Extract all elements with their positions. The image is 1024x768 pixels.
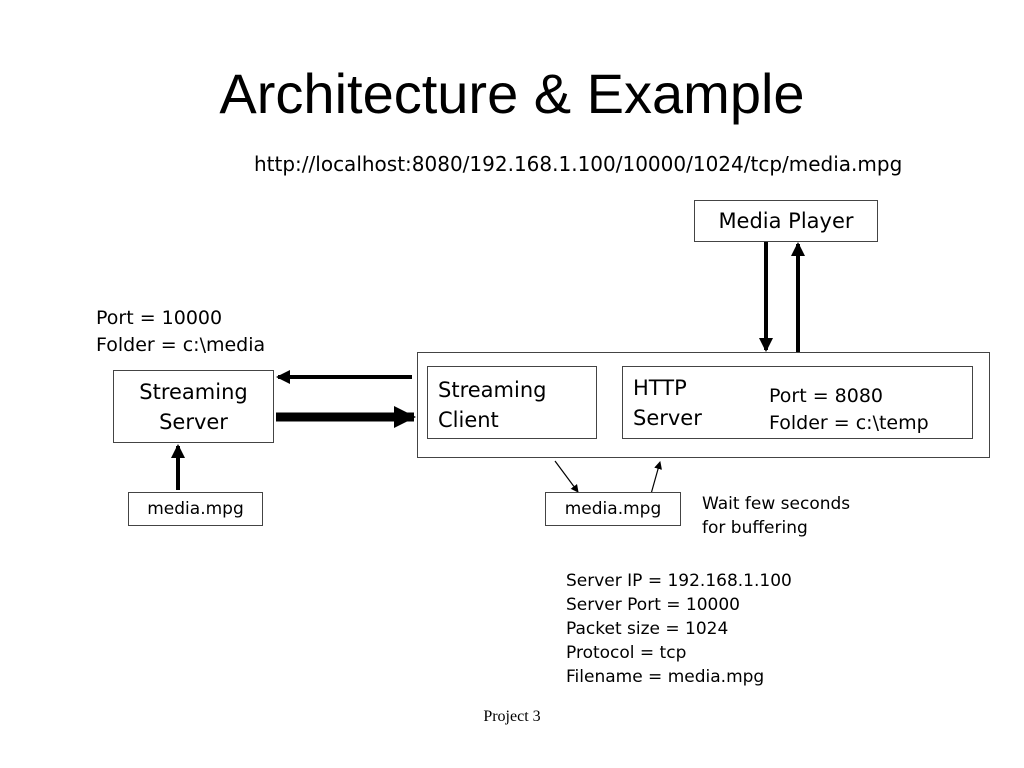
file-write-arrow [554, 460, 579, 493]
param-server-ip: Server IP = 192.168.1.100 [566, 571, 792, 591]
streaming-server-box: Streaming Server [113, 370, 274, 443]
http-server-line2: Server [633, 406, 702, 430]
url-parameters: Server IP = 192.168.1.100 Server Port = … [566, 569, 792, 689]
temp-media-file: media.mpg [545, 492, 681, 526]
param-server-port: Server Port = 10000 [566, 595, 740, 615]
buffering-note-line1: Wait few seconds [702, 494, 851, 514]
slide-footer: Project 3 [483, 708, 541, 725]
streaming-client-line1: Streaming [438, 378, 547, 402]
media-player-box: Media Player [694, 200, 878, 242]
http-server-port: Port = 8080 [769, 385, 884, 407]
streaming-server-folder: Folder = c:\media [96, 334, 266, 356]
buffering-note-line2: for buffering [702, 518, 808, 538]
streaming-server-port: Port = 10000 [96, 307, 223, 329]
source-media-file: media.mpg [128, 492, 263, 526]
param-packet-size: Packet size = 1024 [566, 619, 729, 639]
http-server-line1: HTTP [633, 376, 687, 400]
param-protocol: Protocol = tcp [566, 643, 687, 663]
request-url: http://localhost:8080/192.168.1.100/1000… [254, 152, 903, 176]
streaming-client-line2: Client [438, 408, 499, 432]
streaming-server-line1: Streaming [139, 379, 248, 404]
param-filename: Filename = media.mpg [566, 667, 765, 687]
http-server-config: Port = 8080 Folder = c:\temp [769, 383, 929, 437]
streaming-server-line2: Server [159, 409, 228, 434]
http-server-box: HTTP Server Port = 8080 Folder = c:\temp [622, 366, 973, 439]
buffering-note: Wait few seconds for buffering [702, 492, 850, 540]
file-serve-arrow [650, 461, 662, 495]
http-server-folder: Folder = c:\temp [769, 412, 929, 434]
streaming-server-config: Port = 10000 Folder = c:\media [96, 305, 265, 359]
streaming-client-box: Streaming Client [427, 366, 597, 439]
slide-title: Architecture & Example [219, 62, 805, 125]
http-server-label: HTTP Server [633, 373, 702, 433]
